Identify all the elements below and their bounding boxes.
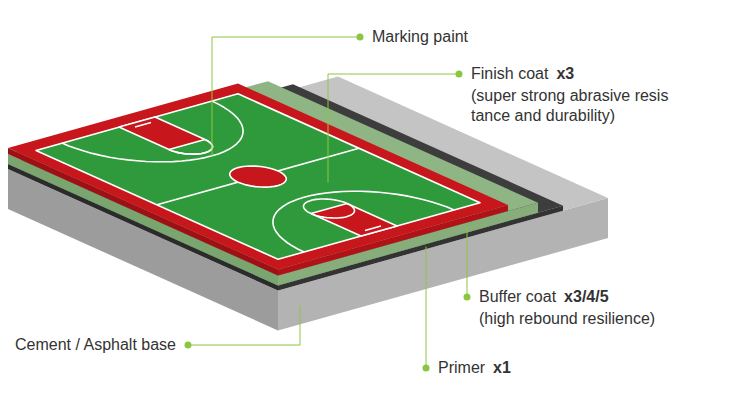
free-throw-circle — [311, 204, 355, 219]
primer-leader-dot — [423, 365, 430, 372]
callout-text: Cement / Asphalt base — [15, 336, 176, 353]
callout-label: Marking paint — [372, 27, 468, 47]
marking-leader-dot — [357, 34, 364, 41]
marking-leader-line — [212, 37, 360, 156]
buffer-leader-dot — [464, 294, 471, 301]
callout-text: Buffer coat — [479, 288, 556, 305]
callout-label: Cement / Asphalt base — [15, 335, 176, 355]
coat-count: x1 — [493, 359, 511, 376]
free-throw-circle — [169, 140, 213, 155]
key-area — [311, 204, 397, 237]
finish-leader-dot — [456, 71, 463, 78]
court-boundary — [36, 94, 480, 259]
callout-label: Finish coat x3 — [471, 64, 574, 84]
callout-text: (high rebound resilience) — [479, 310, 655, 327]
finish-leader-line — [328, 74, 459, 183]
finish-layer-top — [8, 84, 508, 270]
buffer-leader-line — [467, 228, 468, 297]
free-throw-circle-outer — [169, 140, 213, 155]
callout-text: (super strong abrasive resis tance and d… — [471, 87, 668, 124]
callout-text: Marking paint — [372, 28, 468, 45]
backboard — [365, 226, 381, 230]
callout-label: (super strong abrasive resis tance and d… — [471, 86, 711, 126]
key-area — [119, 117, 205, 150]
coat-count: x3/4/5 — [564, 288, 608, 305]
buffer-layer-top — [8, 81, 538, 275]
callout-label: (high rebound resilience) — [479, 309, 655, 329]
backboard — [135, 123, 151, 127]
center-line — [157, 148, 359, 205]
center-circle — [230, 166, 286, 187]
base-leader-dot — [184, 342, 191, 349]
free-throw-circle-outer — [304, 199, 348, 214]
three-point-arc — [62, 101, 243, 162]
primer-leader-line — [426, 247, 427, 368]
coat-count: x3 — [556, 65, 574, 82]
callout-label: Primer x1 — [438, 358, 511, 378]
callout-label: Buffer coat x3/4/5 — [479, 287, 609, 307]
callout-text: Finish coat — [471, 65, 548, 82]
base-leader-line — [188, 305, 300, 345]
callout-text: Primer — [438, 359, 485, 376]
court-playing-area — [36, 94, 480, 259]
three-point-arc — [273, 191, 454, 252]
